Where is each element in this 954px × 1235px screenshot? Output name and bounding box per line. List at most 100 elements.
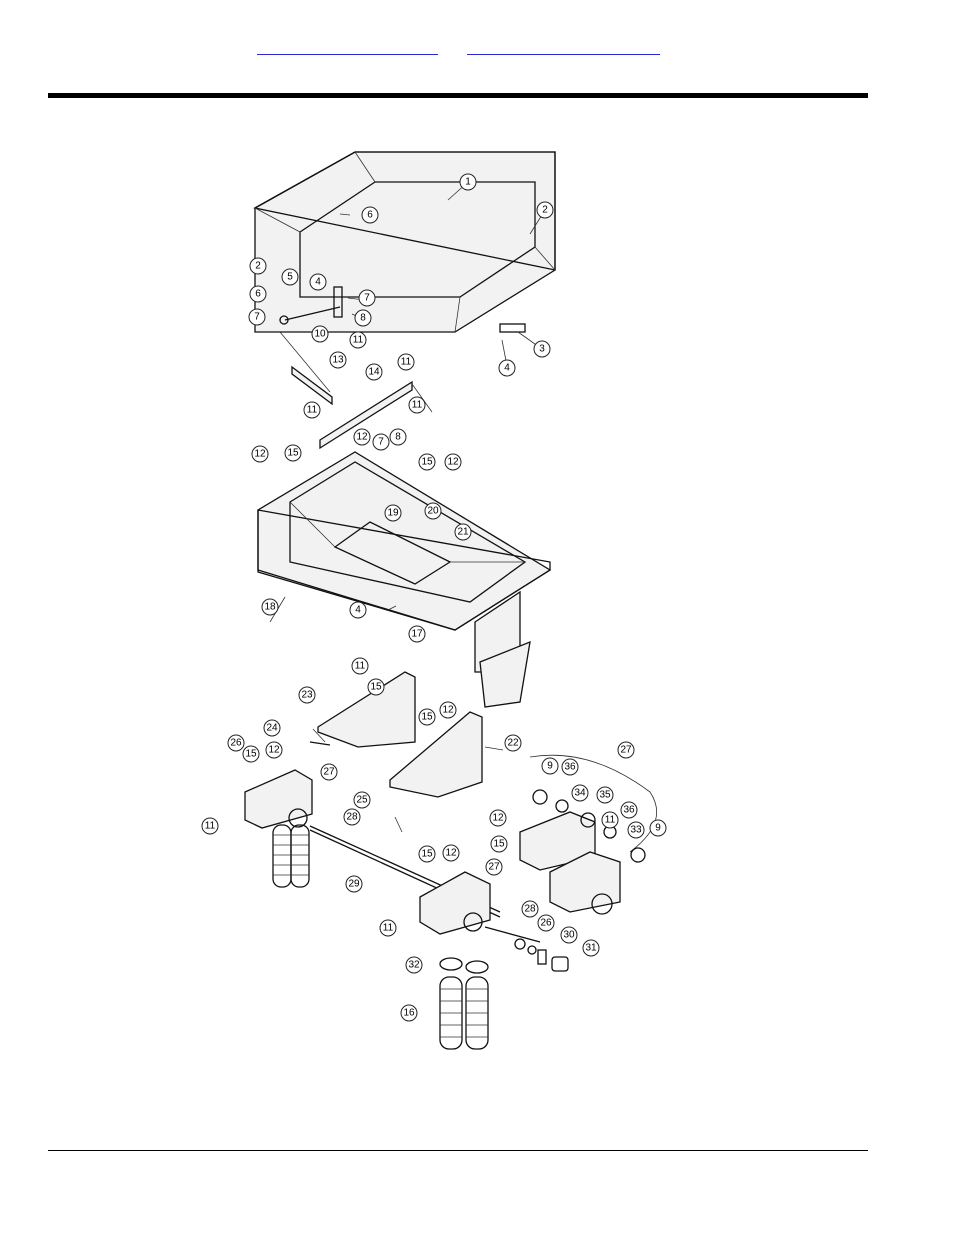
callout-32: 32 (405, 956, 423, 974)
svg-text:11: 11 (353, 335, 364, 346)
callout-11e: 11 (351, 657, 369, 675)
callout-11c: 11 (303, 401, 321, 419)
callout-16: 16 (400, 1004, 418, 1022)
callout-6a: 6 (361, 206, 379, 224)
svg-text:29: 29 (348, 879, 360, 890)
callout-20: 20 (424, 502, 442, 520)
callout-7c: 7 (372, 433, 390, 451)
callout-13: 13 (329, 351, 347, 369)
svg-text:12: 12 (445, 848, 457, 859)
header-links (0, 40, 954, 56)
callout-12c: 12 (444, 453, 462, 471)
svg-text:27: 27 (323, 767, 335, 778)
callout-14: 14 (365, 363, 383, 381)
svg-text:35: 35 (599, 790, 611, 801)
svg-text:28: 28 (524, 904, 536, 915)
callout-28b: 28 (521, 900, 539, 918)
callout-27c: 27 (617, 741, 635, 759)
callout-23: 23 (298, 686, 316, 704)
callout-26a: 26 (227, 734, 245, 752)
callout-31: 31 (582, 939, 600, 957)
callout-15c: 15 (367, 678, 385, 696)
svg-text:11: 11 (355, 661, 366, 672)
svg-text:25: 25 (356, 795, 368, 806)
callout-12a: 12 (353, 428, 371, 446)
callout-1: 1 (459, 173, 477, 191)
svg-text:4: 4 (504, 363, 510, 374)
svg-text:7: 7 (378, 437, 384, 448)
svg-text:5: 5 (287, 272, 293, 283)
callout-29: 29 (345, 875, 363, 893)
svg-text:27: 27 (620, 745, 632, 756)
callout-11a: 11 (349, 331, 367, 349)
svg-text:12: 12 (492, 813, 504, 824)
callout-15a: 15 (284, 444, 302, 462)
svg-text:28: 28 (346, 812, 358, 823)
svg-text:12: 12 (447, 457, 459, 468)
callout-8b: 8 (389, 428, 407, 446)
footer-rule (48, 1150, 868, 1151)
callout-6b: 6 (249, 285, 267, 303)
hopper-box (257, 451, 552, 708)
callout-9b: 9 (649, 819, 667, 837)
callout-11f: 11 (201, 817, 219, 835)
callout-labels: 1 2 2 3 4 4 4 5 6 6 7 7 7 8 8 9 9 10 11 … (201, 173, 667, 1022)
svg-text:11: 11 (205, 821, 216, 832)
callout-21: 21 (454, 523, 472, 541)
callout-27b: 27 (485, 858, 503, 876)
callout-2b: 2 (249, 257, 267, 275)
svg-text:19: 19 (387, 508, 399, 519)
svg-text:11: 11 (605, 815, 616, 826)
callout-30: 30 (560, 926, 578, 944)
svg-text:1: 1 (465, 177, 471, 188)
svg-text:22: 22 (507, 738, 519, 749)
svg-text:14: 14 (368, 367, 380, 378)
svg-text:21: 21 (457, 527, 469, 538)
callout-19: 19 (384, 504, 402, 522)
svg-text:8: 8 (360, 313, 366, 324)
header-link-left[interactable] (257, 40, 438, 55)
callout-12e: 12 (265, 741, 283, 759)
callout-28a: 28 (343, 808, 361, 826)
svg-text:15: 15 (287, 448, 299, 459)
svg-text:9: 9 (655, 823, 661, 834)
callout-22: 22 (504, 734, 522, 752)
svg-text:20: 20 (427, 506, 439, 517)
callout-9a: 9 (541, 757, 559, 775)
header-link-right[interactable] (467, 40, 660, 55)
header-rule (48, 93, 868, 98)
callout-11b: 11 (397, 353, 415, 371)
spring-tubes-right (439, 957, 489, 1050)
svg-text:36: 36 (623, 805, 635, 816)
callout-26b: 26 (537, 914, 555, 932)
callout-36a: 36 (561, 758, 579, 776)
svg-text:15: 15 (370, 682, 382, 693)
svg-text:36: 36 (564, 762, 576, 773)
callout-15b: 15 (418, 453, 436, 471)
exploded-parts-diagram: 1 2 2 3 4 4 4 5 6 6 7 7 7 8 8 9 9 10 11 … (201, 151, 667, 1050)
callout-27a: 27 (320, 763, 338, 781)
callout-15g: 15 (418, 845, 436, 863)
svg-text:4: 4 (355, 605, 361, 616)
svg-text:11: 11 (383, 923, 394, 934)
svg-text:15: 15 (421, 712, 433, 723)
mount-brackets (309, 671, 483, 798)
svg-text:12: 12 (442, 705, 454, 716)
callout-4a: 4 (498, 359, 516, 377)
callout-36b: 36 (620, 801, 638, 819)
lid-hardware (279, 286, 526, 333)
callout-34: 34 (571, 784, 589, 802)
callout-11g: 11 (379, 919, 397, 937)
callout-4c: 4 (349, 601, 367, 619)
callout-4b: 4 (309, 273, 327, 291)
svg-text:9: 9 (547, 761, 553, 772)
svg-text:32: 32 (408, 960, 420, 971)
callout-7a: 7 (358, 289, 376, 307)
svg-text:11: 11 (307, 405, 318, 416)
svg-text:12: 12 (268, 745, 280, 756)
callout-15e: 15 (242, 745, 260, 763)
svg-text:6: 6 (255, 289, 261, 300)
callout-15f: 15 (490, 835, 508, 853)
svg-text:7: 7 (254, 312, 260, 323)
svg-text:15: 15 (493, 839, 505, 850)
